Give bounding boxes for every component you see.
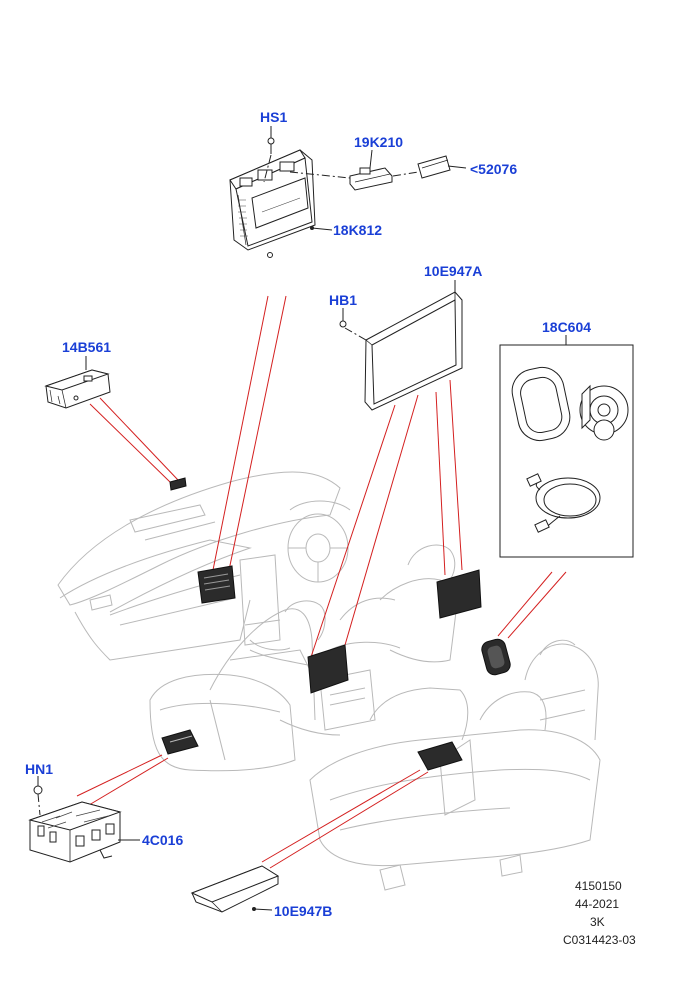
module-14b561 [44, 369, 111, 409]
leader-18k812 [311, 227, 333, 231]
callout-52076: <52076 [470, 161, 517, 177]
bracket-19k210 [349, 167, 393, 191]
installed-clip-14b561 [169, 477, 187, 491]
kit-box-18c604 [499, 335, 634, 558]
callout-hb1: HB1 [329, 292, 357, 308]
callout-4c016: 4C016 [142, 832, 183, 848]
screen-10e947a [364, 291, 463, 411]
screw-hs1 [267, 126, 275, 154]
installed-rear-screen-left [307, 644, 349, 694]
installed-rear-screen-right [436, 569, 482, 619]
control-module-4c016 [28, 801, 122, 863]
callout-19k210: 19K210 [354, 134, 403, 150]
meta-date-code: 44-2021 [575, 897, 619, 911]
axis-line-hs1 [263, 154, 272, 183]
installed-cover-18c604 [481, 638, 511, 676]
callout-hs1: HS1 [260, 109, 287, 125]
installed-control-4c016 [161, 729, 199, 755]
rear-unit-10e947b [190, 865, 280, 913]
callout-18k812: 18K812 [333, 222, 382, 238]
callout-18c604: 18C604 [542, 319, 591, 335]
meta-illustration-number: 4150150 [575, 879, 622, 893]
callout-10e947b: 10E947B [274, 903, 332, 919]
screw-hn1 [33, 776, 43, 816]
media-unit-18k812 [229, 149, 316, 258]
axis-line-52076 [392, 171, 419, 177]
screw-hb1 [339, 308, 367, 341]
installed-media-module [197, 565, 236, 604]
leader-19k210 [369, 149, 373, 169]
installed-rear-unit-10e947b [417, 741, 463, 771]
callout-14b561: 14B561 [62, 339, 111, 355]
axis-line-19k210 [289, 171, 351, 179]
callout-10e947a: 10E947A [424, 263, 482, 279]
meta-reference-code: C0314423-03 [563, 933, 636, 947]
leader-52076 [447, 165, 467, 169]
callout-hn1: HN1 [25, 761, 53, 777]
vehicle-interior-outline [57, 471, 601, 891]
leader-10e947b [253, 908, 273, 911]
meta-revision: 3K [590, 915, 605, 929]
connector-52076 [417, 155, 451, 179]
red-leader-lines [76, 295, 567, 869]
